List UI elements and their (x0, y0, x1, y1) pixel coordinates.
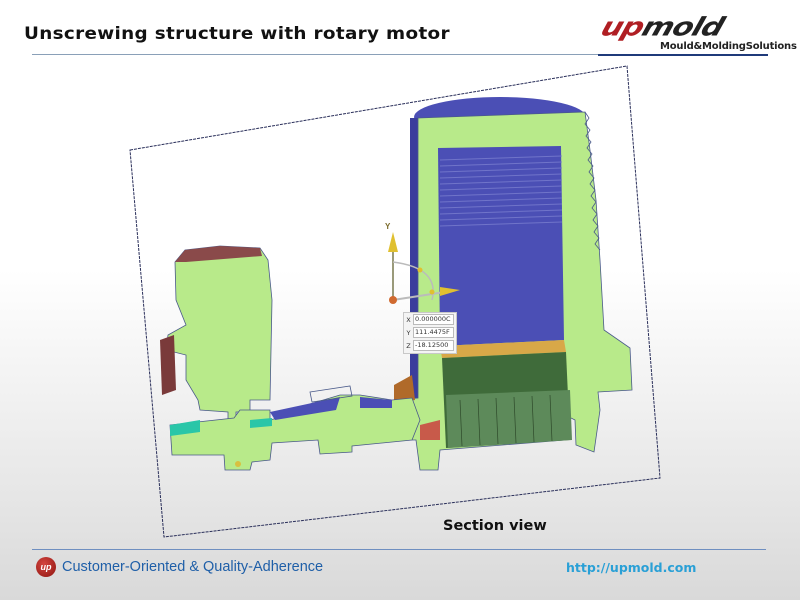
coordinate-triad-icon (388, 232, 460, 304)
page-title: Unscrewing structure with rotary motor (24, 24, 450, 44)
footer-divider (32, 549, 766, 550)
coord-row-x: X 0.000000C (404, 313, 456, 326)
y-axis-label: Y (385, 222, 391, 231)
viewport-frame (129, 65, 661, 538)
section-view-caption: Section view (443, 518, 547, 534)
logo-underline (598, 54, 768, 56)
cavity-core (438, 146, 564, 346)
company-logo[interactable]: upmold Mould&MoldingSolutions (597, 10, 797, 56)
logo-tagline: Mould&MoldingSolutions (660, 41, 797, 52)
coordinate-readout: X 0.000000C Y 111.4475F Z -18.12500 (403, 312, 457, 354)
upmold-emblem-icon: up (36, 557, 56, 577)
coord-row-y: Y 111.4475F (404, 326, 456, 339)
coord-value-z[interactable]: -18.12500 (413, 340, 454, 351)
coord-axis-z: Z (406, 341, 411, 350)
coord-axis-y: Y (406, 328, 411, 337)
motor-housing (165, 245, 273, 421)
website-link[interactable]: http://upmold.com (566, 560, 697, 575)
coord-axis-x: X (406, 315, 411, 324)
header-divider (32, 54, 766, 55)
coord-value-y[interactable]: 111.4475F (413, 327, 454, 338)
coord-value-x[interactable]: 0.000000C (413, 314, 454, 325)
coord-row-z: Z -18.12500 (404, 339, 456, 352)
footer-slogan: Customer-Oriented & Quality-Adherence (62, 559, 324, 575)
